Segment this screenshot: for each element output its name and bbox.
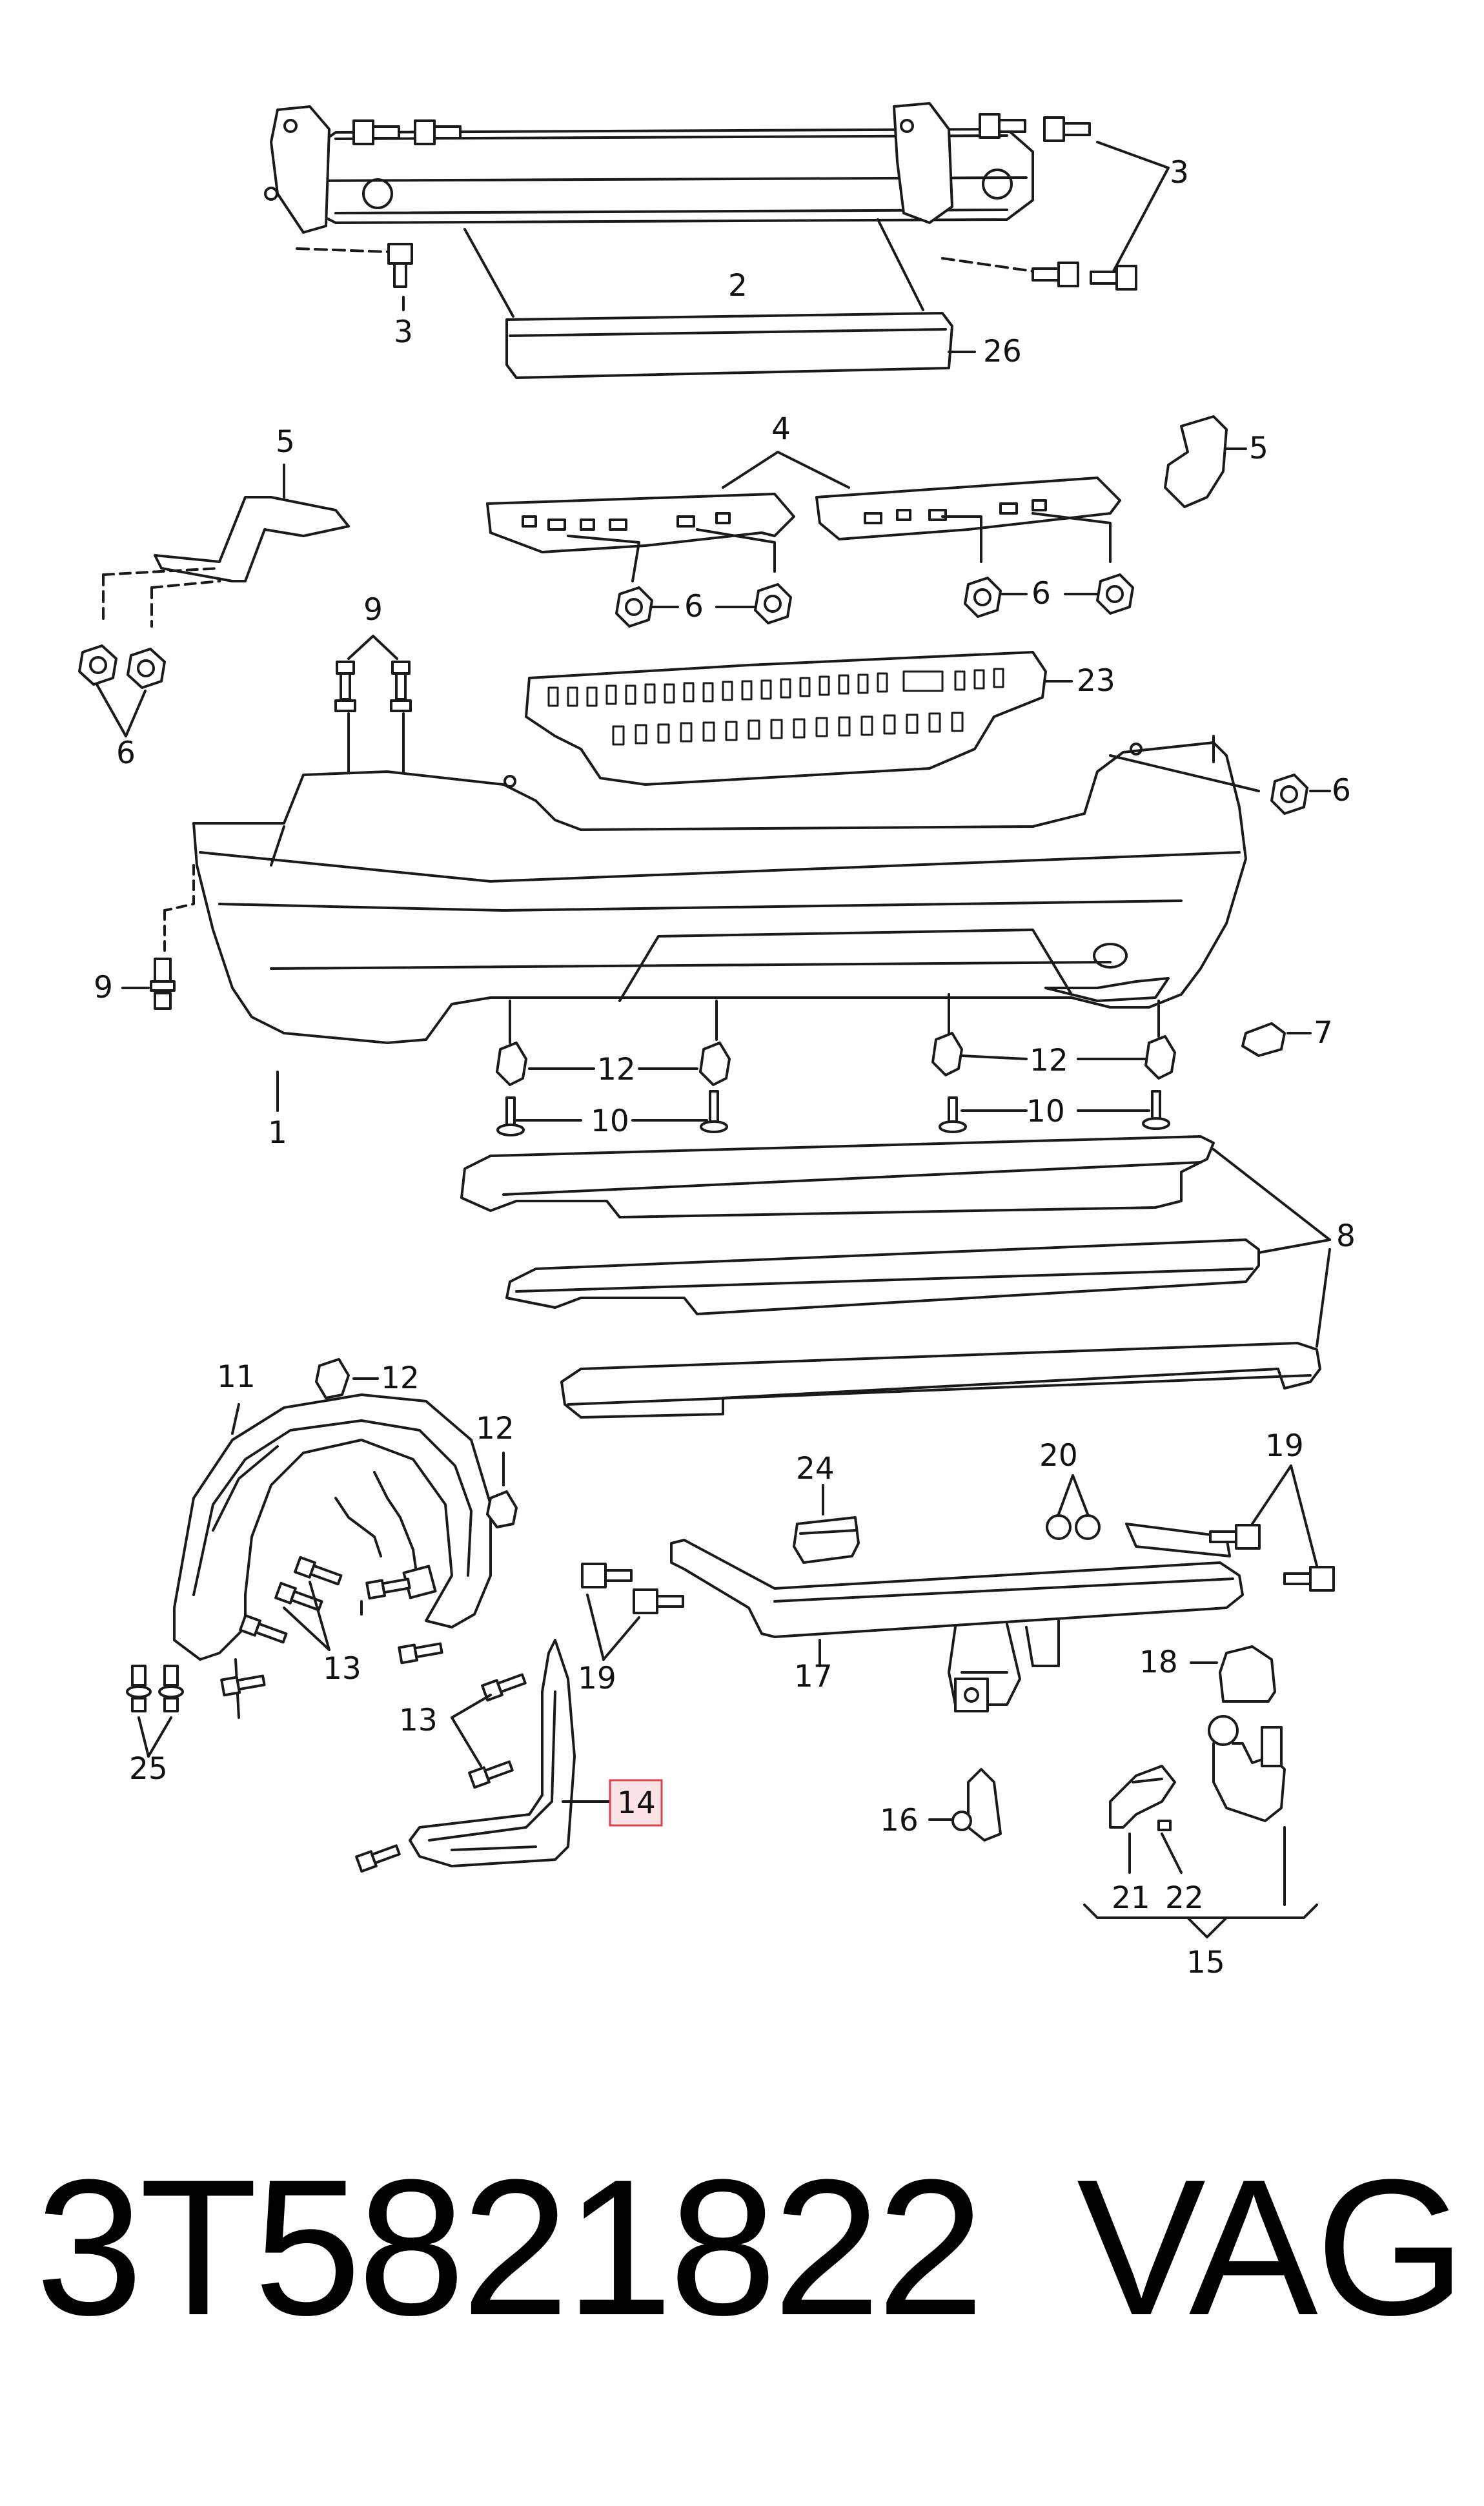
callout-1: 1 <box>268 1115 287 1151</box>
callout-15: 17 <box>794 1659 833 1694</box>
bracket-left-part <box>102 464 350 628</box>
nut-set-middle <box>615 573 1134 628</box>
callout-16: 15 <box>1186 1945 1225 1980</box>
callout-26: 26 <box>983 334 1022 369</box>
towbar-carrier-part <box>670 1539 1244 1712</box>
bumper-guide-set <box>486 451 1121 582</box>
callout-21: 21 <box>1112 1880 1150 1916</box>
bracket-right-part <box>1164 415 1247 508</box>
brand-name: VAG <box>1077 2139 1466 2356</box>
callout-20: 20 <box>1039 1438 1078 1474</box>
protective-cap-part <box>1190 1645 1276 1703</box>
callout-12-c: 12 <box>381 1361 420 1396</box>
callout-6-left: 6 <box>116 735 136 771</box>
callout-11: 11 <box>217 1359 256 1395</box>
trim-strip-part <box>463 218 976 379</box>
callout-5-right: 5 <box>1249 431 1268 466</box>
electrical-socket-part <box>928 1768 1002 1842</box>
bolt-set-19-left <box>581 1563 684 1661</box>
nut-set-left <box>78 644 166 737</box>
rivet-set-10 <box>496 1090 1170 1136</box>
callout-17: 16 <box>880 1803 919 1838</box>
ball-head-assembly <box>1083 1715 1318 1938</box>
callout-8: 8 <box>1336 1218 1356 1254</box>
callout-22: 22 <box>1165 1880 1204 1916</box>
bolt-set-3 <box>296 113 1170 311</box>
callout-19-right: 19 <box>1265 1428 1304 1464</box>
absorber-plate-part <box>525 651 1073 786</box>
callout-19-left: 19 <box>578 1661 616 1696</box>
diffuser-set-8 <box>460 1135 1331 1419</box>
callout-7: 7 <box>1314 1015 1333 1051</box>
callout-23: 23 <box>1077 663 1115 699</box>
bolt-set-19-right <box>1125 1464 1335 1592</box>
nut-right <box>1270 774 1331 815</box>
wheel-housing-liner-part <box>173 1393 492 1719</box>
callout-2: 2 <box>728 268 747 303</box>
clip-set-9-top <box>334 635 412 783</box>
callout-9-left: 9 <box>94 970 113 1005</box>
callout-10-a: 10 <box>591 1104 629 1139</box>
callout-14-highlighted[interactable]: 14 <box>617 1785 656 1821</box>
callout-24: 24 <box>796 1451 835 1486</box>
clip-set-12-arch <box>315 1358 518 1528</box>
screw-set-13-mudflap <box>355 1673 527 1873</box>
callout-3-right: 3 <box>1170 155 1189 190</box>
clip-9-left <box>121 958 176 1010</box>
highlight-box-14 <box>609 1779 663 1827</box>
cap-set-20 <box>1046 1474 1101 1540</box>
callout-25: 25 <box>129 1751 168 1787</box>
callout-12-b: 12 <box>1030 1043 1068 1078</box>
callout-13-mudflap: 13 <box>399 1703 438 1738</box>
callout-12-a: 12 <box>597 1052 636 1087</box>
callout-12-d: 12 <box>476 1411 514 1446</box>
sensor-bracket-part <box>793 1484 860 1564</box>
tow-cap-part <box>1241 1022 1312 1057</box>
part-number: 3T5821822 <box>36 2139 984 2356</box>
callout-5-left: 5 <box>276 424 295 460</box>
screw-set-25 <box>126 1665 184 1758</box>
clip-set-12 <box>496 993 1176 1086</box>
screw-set-13 <box>220 1556 443 1697</box>
callout-6-mid-right: 6 <box>1032 576 1051 611</box>
callout-3-left: 3 <box>394 314 413 350</box>
reinforcement-beam-part <box>264 102 1034 234</box>
callout-9-top: 9 <box>363 592 383 628</box>
callout-13-arch: 13 <box>323 1651 361 1687</box>
bumper-cover-part <box>163 735 1260 1112</box>
mud-flap-part <box>409 1639 621 1867</box>
callout-10-b: 10 <box>1026 1094 1065 1129</box>
callout-labels: 2 3 3 26 4 5 5 6 6 6 6 9 9 23 7 1 12 12 … <box>94 155 1356 1980</box>
callout-6-mid-left: 6 <box>684 589 704 624</box>
callout-6-right: 6 <box>1332 773 1351 808</box>
callout-18: 18 <box>1139 1645 1178 1680</box>
callout-4: 4 <box>771 411 791 447</box>
